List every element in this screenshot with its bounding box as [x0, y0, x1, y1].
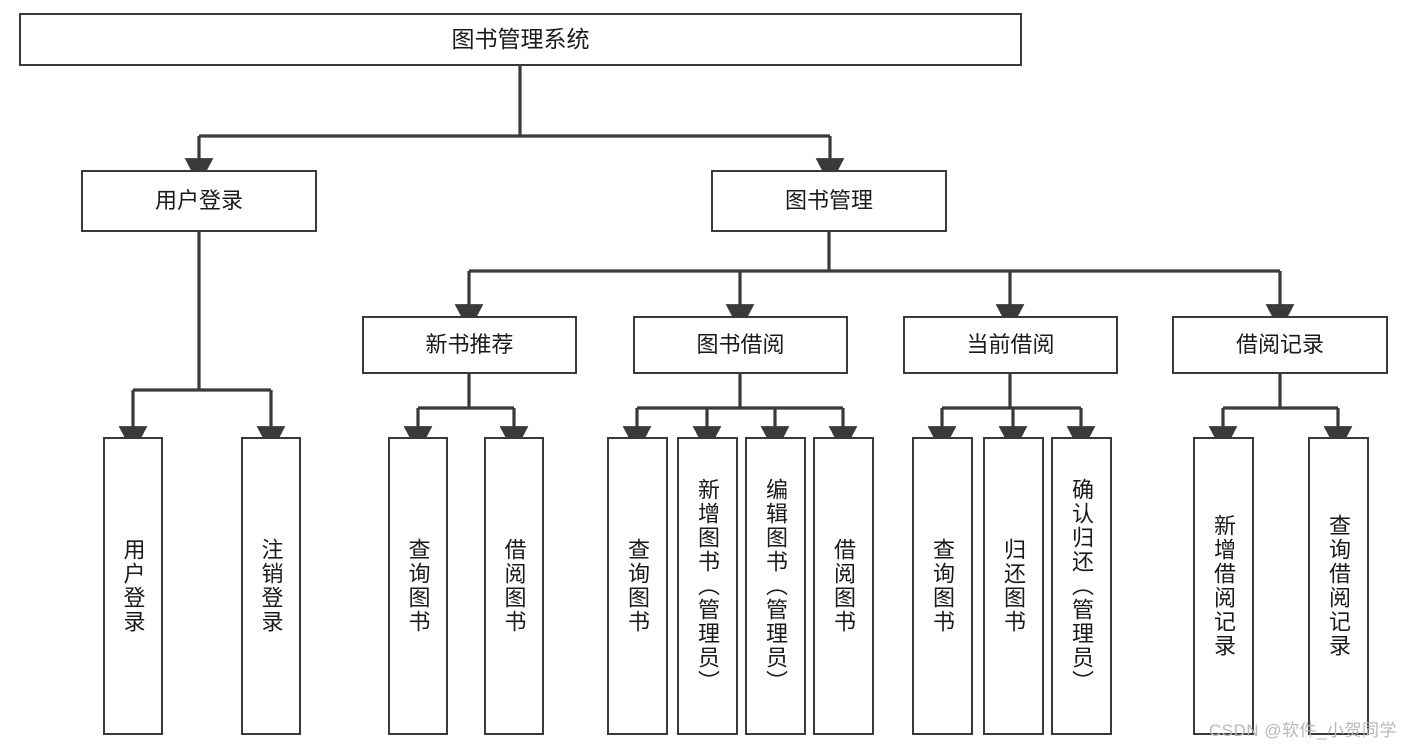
node-leaf-logout-login[interactable]: 注销登录: [241, 437, 301, 735]
node-leaf-query-borrow-record-label: 查询借阅记录: [1326, 514, 1352, 658]
node-book-management[interactable]: 图书管理: [711, 170, 947, 232]
node-leaf-query-book-rec-label: 查询图书: [405, 538, 431, 634]
node-new-book-recommend[interactable]: 新书推荐: [362, 316, 577, 374]
node-book-management-label: 图书管理: [784, 188, 873, 214]
node-leaf-edit-book-admin-label: 编辑图书（管理员）: [763, 478, 789, 694]
node-leaf-borrow-book[interactable]: 借阅图书: [813, 437, 874, 735]
node-leaf-add-book-admin-label: 新增图书（管理员）: [695, 478, 721, 694]
node-leaf-user-login[interactable]: 用户登录: [103, 437, 163, 735]
node-leaf-return-book-label: 归还图书: [1001, 538, 1027, 634]
node-borrow-record-label: 借阅记录: [1235, 332, 1324, 358]
node-leaf-confirm-return-admin[interactable]: 确认归还（管理员）: [1051, 437, 1112, 735]
node-book-borrow-label: 图书借阅: [696, 332, 785, 358]
node-current-borrow-label: 当前借阅: [966, 332, 1055, 358]
node-leaf-logout-login-label: 注销登录: [258, 538, 284, 634]
node-leaf-add-book-admin[interactable]: 新增图书（管理员）: [677, 437, 738, 735]
node-user-login-label: 用户登录: [154, 188, 243, 214]
node-leaf-query-book-rec[interactable]: 查询图书: [388, 437, 448, 735]
node-leaf-add-borrow-record-label: 新增借阅记录: [1211, 514, 1237, 658]
node-leaf-edit-book-admin[interactable]: 编辑图书（管理员）: [745, 437, 806, 735]
node-leaf-add-borrow-record[interactable]: 新增借阅记录: [1193, 437, 1254, 735]
node-borrow-record[interactable]: 借阅记录: [1172, 316, 1388, 374]
node-leaf-query-book-current[interactable]: 查询图书: [912, 437, 973, 735]
node-root[interactable]: 图书管理系统: [19, 13, 1022, 66]
node-current-borrow[interactable]: 当前借阅: [903, 316, 1118, 374]
node-leaf-query-book-current-label: 查询图书: [930, 538, 956, 634]
node-leaf-return-book[interactable]: 归还图书: [983, 437, 1044, 735]
node-leaf-borrow-book-rec-label: 借阅图书: [501, 538, 527, 634]
node-leaf-borrow-book-rec[interactable]: 借阅图书: [484, 437, 544, 735]
node-leaf-user-login-label: 用户登录: [120, 538, 146, 634]
node-leaf-query-book-borrow[interactable]: 查询图书: [607, 437, 668, 735]
connectors: [118, 66, 1353, 454]
node-new-book-recommend-label: 新书推荐: [425, 332, 514, 358]
node-leaf-borrow-book-label: 借阅图书: [831, 538, 857, 634]
node-user-login[interactable]: 用户登录: [81, 170, 317, 232]
node-leaf-confirm-return-admin-label: 确认归还（管理员）: [1069, 478, 1095, 694]
node-root-label: 图书管理系统: [451, 25, 590, 52]
node-leaf-query-book-borrow-label: 查询图书: [625, 538, 651, 634]
node-book-borrow[interactable]: 图书借阅: [633, 316, 848, 374]
node-leaf-query-borrow-record[interactable]: 查询借阅记录: [1308, 437, 1369, 735]
